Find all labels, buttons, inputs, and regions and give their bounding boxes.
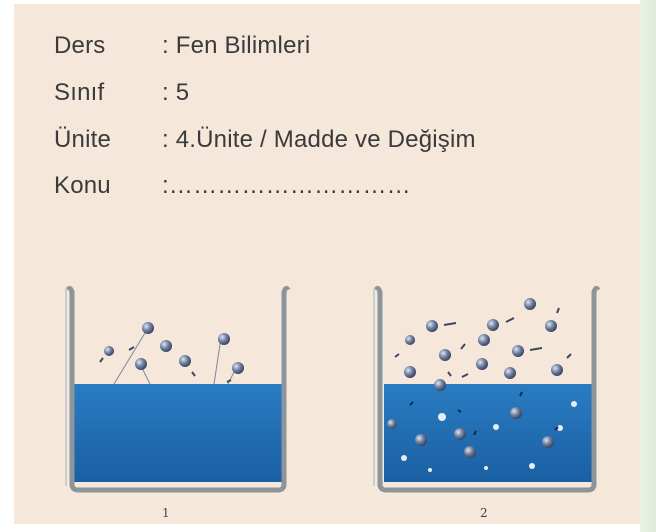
- beaker-1-glass: [65, 285, 291, 493]
- sinif-label: Sınıf: [54, 79, 105, 106]
- water-2: [384, 384, 592, 482]
- beaker-2-label: 2: [480, 506, 488, 520]
- sinif-value: : 5: [162, 79, 190, 106]
- molecules-2-liquid: [387, 391, 577, 472]
- beaker-2-glass: [373, 285, 601, 493]
- unite-value: : 4.Ünite / Madde ve Değişim: [162, 126, 476, 153]
- beaker-1: [65, 285, 291, 493]
- beaker-2: [373, 285, 601, 493]
- page-edge: [640, 0, 656, 532]
- molecules-2-gas: [394, 298, 572, 391]
- water-1: [74, 384, 282, 482]
- beaker-1-label: 1: [162, 506, 170, 520]
- konu-value: :…………………………: [162, 172, 411, 199]
- molecules-1: [99, 322, 244, 385]
- ders-value: : Fen Bilimleri: [162, 32, 311, 59]
- unite-label: Ünite: [54, 126, 112, 153]
- ders-label: Ders: [54, 32, 106, 59]
- konu-label: Konu: [54, 172, 111, 199]
